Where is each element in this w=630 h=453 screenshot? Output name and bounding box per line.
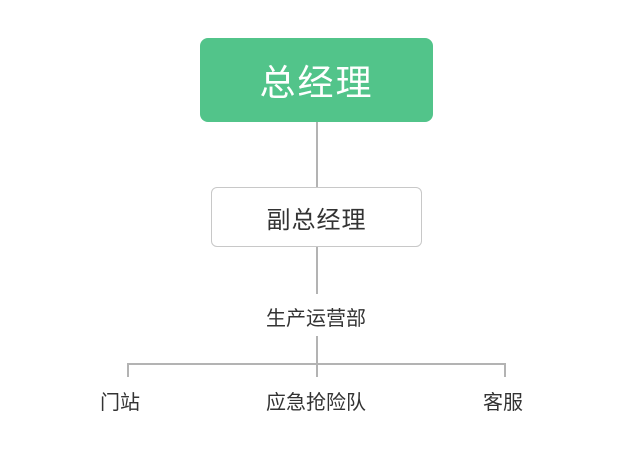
connector-department-units xyxy=(316,336,318,364)
unit-gate-station-label: 门站 xyxy=(100,390,140,414)
connector-deputy-department xyxy=(316,247,318,294)
connector-root-deputy xyxy=(316,122,318,187)
connector-unit-service xyxy=(504,363,506,377)
connector-unit-mendian xyxy=(127,363,129,377)
unit-customer-service-label: 客服 xyxy=(483,390,523,414)
deputy-general-manager-node: 副总经理 xyxy=(211,187,422,247)
general-manager-label: 总经理 xyxy=(259,63,374,104)
connector-unit-emergency xyxy=(316,363,318,377)
unit-emergency-repair-label: 应急抢险队 xyxy=(266,390,366,414)
production-operations-dept-label: 生产运营部 xyxy=(266,306,366,330)
general-manager-node: 总经理 xyxy=(200,38,433,122)
deputy-general-manager-label: 副总经理 xyxy=(266,205,367,234)
